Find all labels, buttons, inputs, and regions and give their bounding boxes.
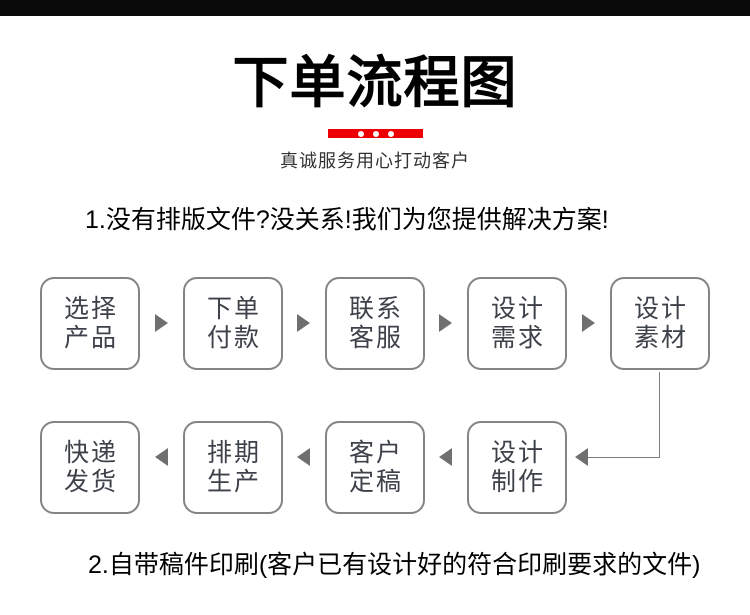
flow-step-label-line: 客服 [348,323,403,352]
flow-step-label-line: 产品 [63,323,118,352]
flow-step-label-line: 定稿 [348,467,403,496]
arrow-left-icon [297,448,310,466]
arrow-left-icon [439,448,452,466]
arrow-right-icon [439,314,452,332]
flow-step-label-line: 设计 [490,438,545,467]
flow-step-label-line: 生产 [206,467,261,496]
flow-step-design-needs: 设计 需求 [467,277,567,370]
flow-step-label-line: 设计 [633,294,688,323]
flow-step-label-line: 素材 [633,323,688,352]
arrow-right-icon [582,314,595,332]
red-divider [328,129,423,138]
arrow-left-icon [575,448,588,466]
flow-step-label-line: 客户 [348,438,403,467]
connector-line-vertical [659,372,660,458]
divider-dot [372,130,379,137]
flow-step-design-production: 设计 制作 [467,421,567,514]
top-black-bar [0,0,750,16]
section-1-text: 1.没有排版文件?没关系!我们为您提供解决方案! [85,206,609,234]
divider-dot [387,130,394,137]
divider-dot [357,130,364,137]
flow-step-label-line: 排期 [206,438,261,467]
flow-step-label-line: 需求 [490,323,545,352]
flow-step-label-line: 付款 [206,323,261,352]
flow-step-label-line: 快递 [63,438,118,467]
flow-step-contact-service: 联系 客服 [325,277,425,370]
page-title: 下单流程图 [232,51,518,114]
flow-step-label-line: 发货 [63,467,118,496]
flow-step-label-line: 选择 [63,294,118,323]
flow-step-select-product: 选择 产品 [40,277,140,370]
arrow-right-icon [297,314,310,332]
flow-step-label-line: 设计 [490,294,545,323]
flow-step-schedule-production: 排期 生产 [183,421,283,514]
flow-step-express-ship: 快递 发货 [40,421,140,514]
flow-step-order-pay: 下单 付款 [183,277,283,370]
flow-step-label-line: 制作 [490,467,545,496]
section-2-text: 2.自带稿件印刷(客户已有设计好的符合印刷要求的文件) [88,551,701,579]
arrow-right-icon [155,314,168,332]
flow-step-label-line: 联系 [348,294,403,323]
flow-step-label-line: 下单 [206,294,261,323]
flow-step-client-finalize: 客户 定稿 [325,421,425,514]
subtitle: 真诚服务用心打动客户 [280,151,470,171]
connector-line-horizontal [587,457,660,458]
arrow-left-icon [155,448,168,466]
flow-step-design-material: 设计 素材 [610,277,710,370]
